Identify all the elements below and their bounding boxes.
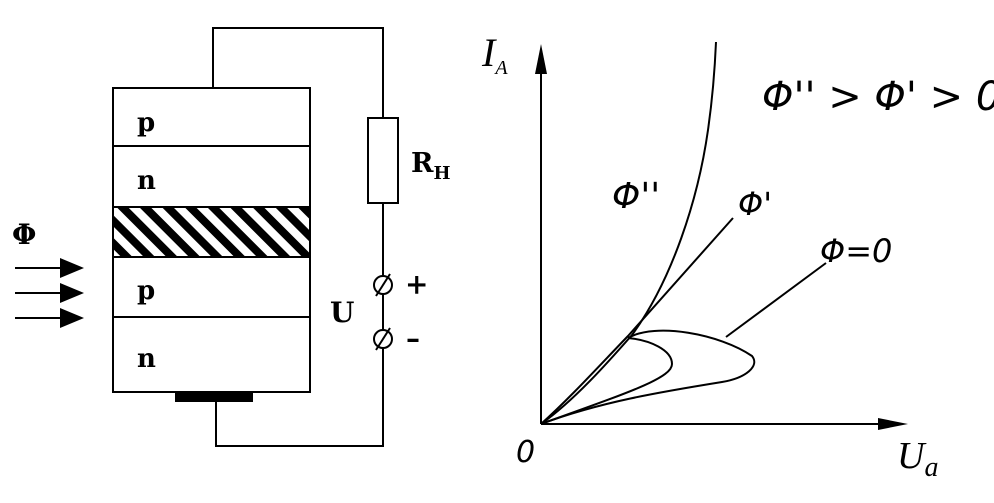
curve-phi-prime-fold [540, 337, 674, 425]
iv-graph: IA Ua 0 Φ'' Φ' Φ=0 Φ'' > Φ' > 0 [481, 30, 994, 483]
curve-phi-double-prime [540, 41, 717, 425]
resistor-label-sub: H [433, 163, 450, 184]
origin-label: 0 [516, 435, 535, 470]
terminal-minus-label: – [406, 322, 420, 355]
x-axis-label-main: U [897, 435, 927, 477]
circuit-schematic: p n p n Φ RH + – U [12, 27, 450, 447]
layer-label-p-top: p [137, 108, 155, 138]
resistor-label: RH [411, 148, 450, 184]
curve-label-phi-prime: Φ' [738, 185, 772, 223]
layer-n-bottom [112, 316, 311, 393]
bottom-contact [175, 392, 253, 402]
light-flux-arrows [15, 258, 84, 328]
curve-phi-zero-fold [540, 329, 756, 425]
hatched-junction [112, 206, 311, 258]
resistor-label-main: R [411, 148, 434, 179]
layer-label-n-upper: n [137, 166, 156, 196]
terminal-plus-label: + [405, 268, 428, 301]
y-axis-label-sub: A [493, 57, 508, 79]
y-axis-arrow [535, 44, 547, 74]
resistor-rh [367, 117, 399, 204]
terminal-plus [373, 273, 393, 297]
semiconductor-stack: p n p n [112, 87, 311, 402]
layer-p-top [112, 87, 311, 147]
x-axis-label: Ua [897, 435, 938, 483]
wire-top [212, 27, 384, 118]
curve-phi-zero [725, 262, 827, 338]
x-axis-label-sub: a [924, 452, 938, 483]
y-axis-label-main: I [481, 30, 497, 75]
y-axis-label: IA [481, 30, 508, 79]
terminal-minus [373, 327, 393, 351]
flux-label: Φ [12, 218, 36, 251]
x-axis-arrow [878, 418, 908, 430]
voltage-label: U [330, 296, 354, 329]
curve-label-phi-zero: Φ=0 [820, 232, 892, 270]
layer-label-p-lower: p [137, 276, 155, 306]
curve-label-phi-double-prime: Φ'' [612, 176, 660, 217]
layer-p-lower [112, 256, 311, 318]
curve-phi-prime [540, 217, 734, 425]
wire-bottom [215, 348, 384, 447]
layer-label-n-bottom: n [137, 344, 156, 374]
relation-text: Φ'' > Φ' > 0 [762, 74, 994, 120]
